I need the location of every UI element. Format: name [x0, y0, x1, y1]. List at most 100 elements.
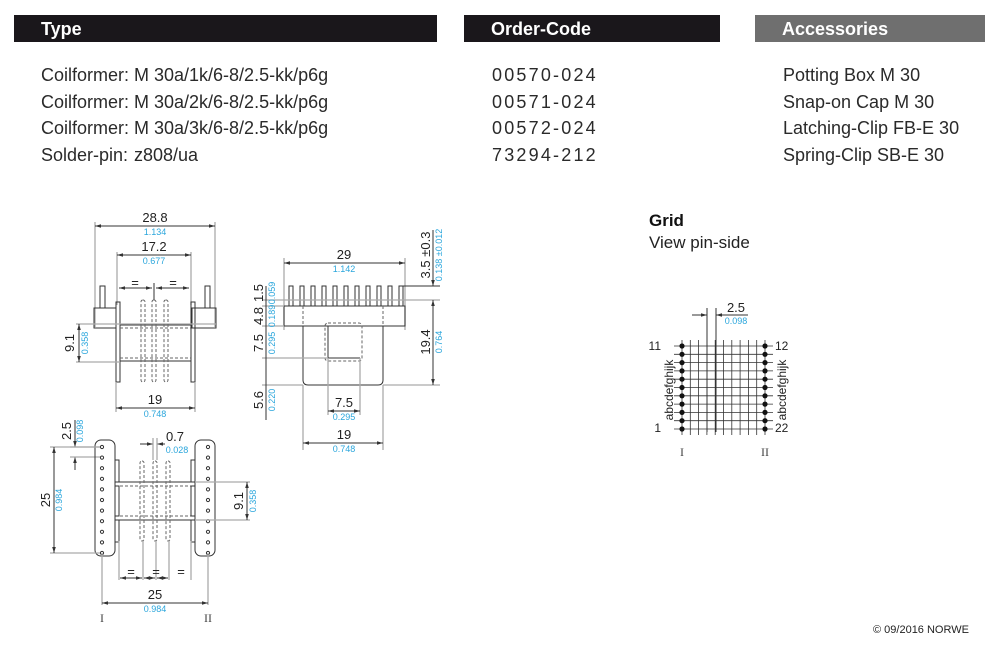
dim-front-inner-width: 17.2 — [141, 239, 166, 254]
pin-hole — [205, 476, 211, 481]
pin-hole — [99, 455, 105, 460]
dim-side-bottom: 19 — [337, 427, 351, 442]
pin-hole — [99, 466, 105, 471]
type-row: Solder-pin:z808/ua — [41, 142, 328, 169]
grid-pin — [679, 368, 685, 374]
grid-pin — [762, 368, 768, 374]
grid-pin — [762, 401, 768, 407]
pin-holes-right — [205, 444, 211, 556]
dim-side-height-in: 0.764 — [434, 331, 444, 354]
grid-subtitle: View pin-side — [649, 233, 750, 252]
dim-side-core-in: 0.295 — [333, 412, 356, 422]
side-pins — [288, 285, 404, 307]
grid-pin-1: 1 — [654, 421, 661, 435]
grid-pin — [679, 418, 685, 424]
pin-hole — [99, 519, 105, 524]
grid-lines — [674, 340, 773, 435]
side-view-drawing: 29 1.142 1.5 0.0 — [251, 229, 444, 454]
dim-front-height-in: 0.358 — [80, 332, 90, 355]
dim-side-d4: 5.6 — [251, 391, 266, 409]
dim-top-width-in: 0.984 — [144, 604, 167, 614]
dim-front-inner-width-in: 0.677 — [143, 256, 166, 266]
pin-hole — [99, 497, 105, 503]
grid-row-letters-right: abcdefghijk — [775, 359, 789, 421]
grid-pin — [679, 401, 685, 407]
order-code-header: Order-Code — [464, 15, 720, 42]
pin-hole — [99, 487, 105, 492]
grid-pin — [762, 376, 768, 382]
pin-hole — [99, 444, 105, 450]
dim-side-pin-length-in: 0.138 ±0.012 — [434, 229, 444, 281]
dim-side-core: 7.5 — [335, 395, 353, 410]
dim-top-span: 25 — [38, 493, 53, 507]
type-value: M 30a/3k/6-8/2.5-kk/p6g — [134, 118, 329, 138]
type-label: Coilformer: — [41, 118, 130, 138]
dim-top-height: 9.1 — [231, 492, 246, 510]
grid-pin — [762, 409, 768, 415]
dim-side-d2-in: 0.189 — [267, 305, 277, 328]
dim-top-width: 25 — [148, 587, 162, 602]
grid-pin — [762, 393, 768, 399]
type-value: M 30a/2k/6-8/2.5-kk/p6g — [134, 91, 329, 112]
dim-side-d1-in: 0.059 — [267, 282, 277, 305]
dim-top-pitch-in: 0.098 — [75, 420, 85, 443]
type-row: Coilformer:M 30a/1k/6-8/2.5-kk/p6g — [41, 62, 328, 89]
grid-pin-12: 12 — [775, 339, 789, 353]
pin-hole — [205, 508, 211, 513]
grid-pins — [679, 343, 768, 432]
dim-side-d3-in: 0.295 — [267, 332, 277, 355]
order-code: 73294-212 — [492, 144, 598, 165]
grid-pin — [762, 418, 768, 424]
equal-mark: = — [152, 564, 160, 579]
accessory-item: Spring-Clip SB-E 30 — [783, 144, 945, 165]
equal-mark: = — [177, 564, 185, 579]
grid-pin-11: 11 — [649, 339, 662, 353]
grid-title: Grid — [649, 211, 684, 230]
dim-side-width: 29 — [337, 247, 351, 262]
grid-pin — [679, 426, 685, 432]
grid-pin — [762, 426, 768, 432]
order-code: 00571-024 — [492, 91, 598, 112]
pin-hole — [99, 476, 105, 481]
dim-side-d1: 1.5 — [251, 284, 266, 302]
type-value: M 30a/1k/6-8/2.5-kk/p6g — [134, 65, 329, 85]
pin-hole — [99, 508, 105, 513]
pin-hole — [99, 529, 105, 534]
type-header: Type — [14, 15, 437, 42]
type-value: z808/ua — [134, 144, 199, 165]
order-code: 00570-024 — [492, 65, 598, 85]
grid-pin — [762, 343, 768, 349]
equal-mark: = — [127, 564, 135, 579]
dim-side-width-in: 1.142 — [333, 264, 356, 274]
grid-pin — [679, 384, 685, 391]
type-label: Coilformer: — [41, 65, 130, 85]
pin-hole — [99, 540, 105, 545]
equal-mark: = — [131, 275, 139, 290]
dim-side-d4-in: 0.220 — [267, 389, 277, 412]
accessory-item: Snap-on Cap M 30 — [783, 91, 935, 112]
grid-pin-22: 22 — [775, 421, 789, 435]
grid-pin — [762, 360, 768, 366]
grid-pin — [679, 360, 685, 366]
copyright: © 09/2016 NORWE — [873, 624, 969, 636]
order-code: 00572-024 — [492, 118, 598, 138]
type-list: Coilformer:M 30a/1k/6-8/2.5-kk/p6g Coilf… — [41, 62, 328, 168]
grid-pin — [762, 351, 768, 357]
pin-grid-diagram: 2.5 0.098 11 1 12 22 abcdefghijk abcdefg… — [649, 300, 789, 459]
type-label: Solder-pin: — [41, 144, 129, 165]
type-row: Coilformer:M 30a/3k/6-8/2.5-kk/p6g — [41, 115, 328, 142]
dim-front-bottom-width-in: 0.748 — [144, 409, 167, 419]
equal-mark: = — [169, 275, 177, 290]
grid-pitch: 2.5 — [727, 300, 745, 315]
dim-top-pitch: 2.5 — [59, 422, 74, 440]
pin-holes-left — [99, 444, 105, 556]
dim-top-span-in: 0.984 — [54, 489, 64, 512]
accessories-list: Potting Box M 30 Snap-on Cap M 30 Latchi… — [783, 62, 959, 168]
accessories-header: Accessories — [755, 15, 985, 42]
dim-side-d2: 4.8 — [251, 307, 266, 325]
pin-hole — [205, 529, 211, 534]
dim-side-pin-length: 3.5 ±0.3 — [418, 232, 433, 279]
dim-front-overall-width-in: 1.134 — [144, 227, 167, 237]
grid-pin — [679, 343, 685, 349]
